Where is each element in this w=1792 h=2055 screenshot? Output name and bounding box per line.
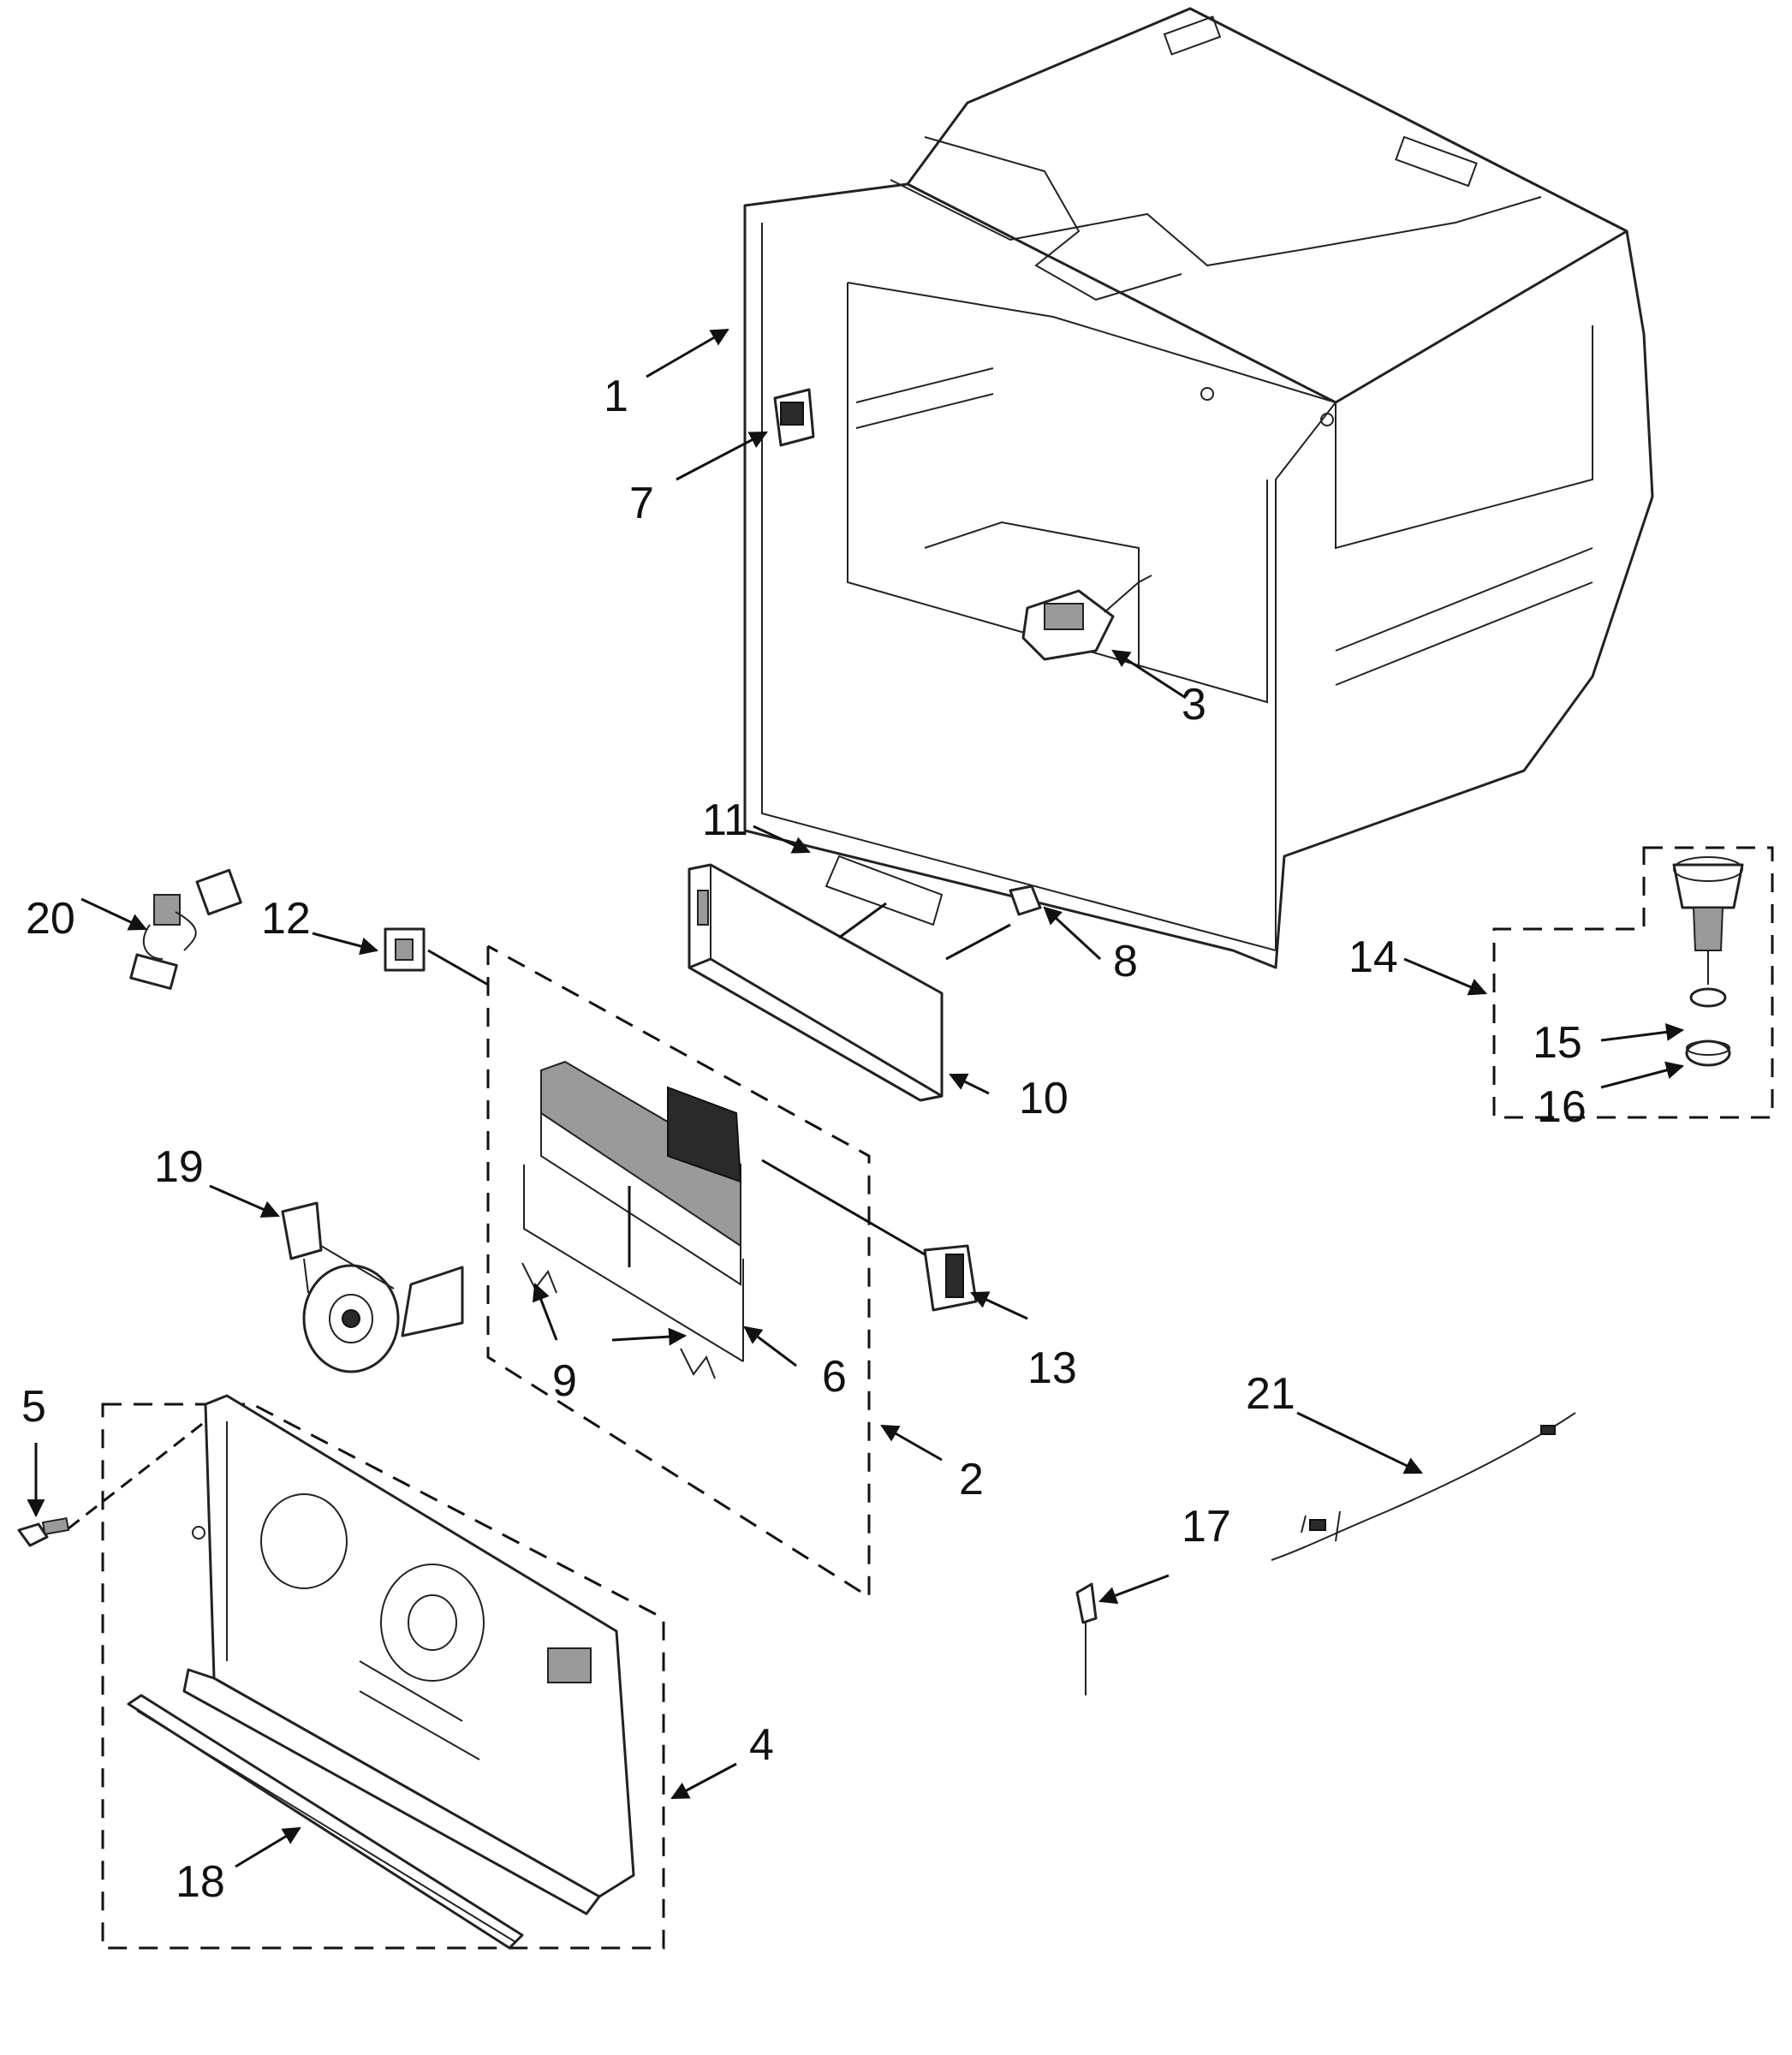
callout-labels: 1 7 3 11 20 12 8 10 14 15 16 19 13 6 9 2…	[21, 372, 1587, 1907]
probe-17	[1075, 1582, 1098, 1695]
callout-17: 17	[1182, 1502, 1231, 1552]
screw-5	[17, 1420, 206, 1547]
callout-18: 18	[176, 1857, 225, 1907]
callout-7: 7	[629, 479, 654, 528]
callout-10: 10	[1019, 1074, 1069, 1123]
callout-13: 13	[1027, 1343, 1077, 1393]
callout-5: 5	[21, 1382, 46, 1432]
evaporator-assembly	[486, 944, 871, 1599]
gasket-strip-18	[127, 1694, 524, 1950]
callout-19: 19	[154, 1142, 204, 1192]
callout-3: 3	[1182, 680, 1206, 730]
dispenser-assembly-14	[1492, 846, 1774, 1119]
callout-9: 9	[552, 1356, 577, 1406]
callout-12: 12	[261, 894, 311, 944]
thermistor-part	[945, 885, 1042, 961]
leader-lines	[27, 328, 1685, 1868]
clip-parts	[521, 1262, 716, 1379]
fan-motor-19	[281, 1201, 464, 1373]
callout-1: 1	[604, 372, 628, 421]
callout-11: 11	[702, 795, 748, 845]
callout-2: 2	[959, 1455, 984, 1504]
seal-parts	[1685, 987, 1731, 1067]
callout-21: 21	[1246, 1369, 1295, 1419]
rear-panel-assembly	[101, 1394, 665, 1950]
liner-switch	[773, 388, 815, 447]
evaporator-cover	[688, 855, 944, 1102]
callout-15: 15	[1533, 1018, 1582, 1068]
callout-16: 16	[1537, 1082, 1587, 1132]
freezer-liner	[743, 7, 1654, 969]
wire-harness-20	[129, 868, 242, 990]
wire-harness-21	[1271, 1412, 1576, 1561]
callout-14: 14	[1348, 932, 1398, 982]
liner-sensor	[1021, 575, 1152, 661]
connector-12	[384, 927, 489, 986]
callout-8: 8	[1113, 937, 1138, 986]
callout-4: 4	[749, 1720, 774, 1770]
callout-6: 6	[822, 1352, 847, 1402]
terminal-block-13	[761, 1159, 978, 1312]
callout-20: 20	[26, 894, 75, 944]
